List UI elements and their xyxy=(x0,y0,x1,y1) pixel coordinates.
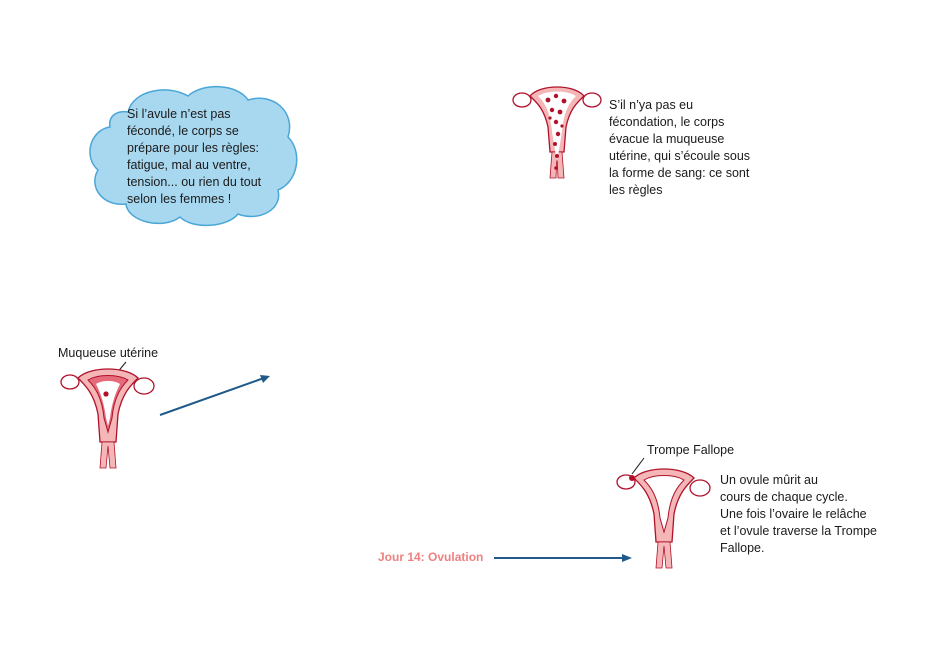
ovulation-day-label: Jour 14: Ovulation xyxy=(378,550,484,564)
tube-label: Trompe Fallope xyxy=(647,443,735,457)
cloud-text: Si l’avule n’est pas fécondé, le corps s… xyxy=(127,107,262,206)
thought-cloud xyxy=(89,85,298,227)
menstruation-text: S’il n’ya pas eu fécondation, le corps é… xyxy=(609,98,751,197)
uterus-menstruation-icon xyxy=(512,86,602,179)
arrow-to-ovulation xyxy=(494,554,632,562)
arrow-to-lining xyxy=(159,375,270,416)
ovulation-text: Un ovule mûrit au cours de chaque cycle.… xyxy=(720,473,878,555)
uterus-ovulation-icon xyxy=(616,457,711,569)
uterus-lining-icon xyxy=(60,361,155,469)
lining-label: Muqueuse utérine xyxy=(58,346,159,360)
